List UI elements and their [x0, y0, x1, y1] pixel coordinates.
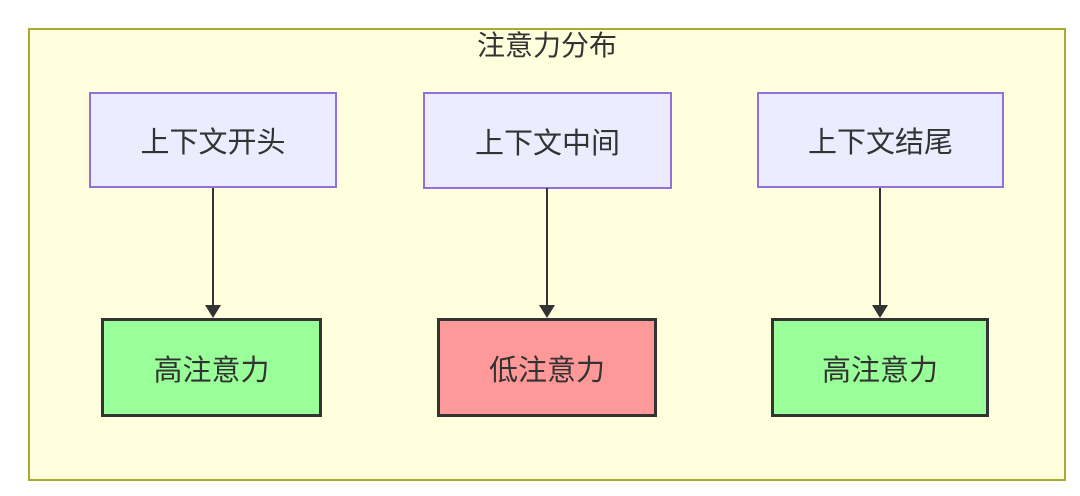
node-low-attention: 低注意力 — [437, 318, 657, 417]
node-context-middle: 上下文中间 — [423, 92, 672, 189]
node-high-attention-1: 高注意力 — [101, 318, 322, 417]
arrow-line — [879, 188, 881, 305]
node-high-attention-2-label: 高注意力 — [821, 354, 938, 387]
arrow-context-middle-to-low-attention — [539, 188, 555, 318]
node-context-start: 上下文开头 — [89, 92, 337, 188]
node-context-end-label: 上下文结尾 — [807, 127, 953, 159]
node-context-middle-label: 上下文中间 — [474, 127, 620, 160]
arrowhead-icon — [872, 305, 888, 318]
node-context-start-label: 上下文开头 — [140, 127, 286, 159]
node-low-attention-label: 低注意力 — [488, 354, 605, 387]
arrowhead-icon — [539, 305, 555, 318]
arrowhead-icon — [205, 305, 221, 318]
arrow-line — [212, 188, 214, 305]
node-high-attention-1-label: 高注意力 — [153, 354, 270, 387]
arrow-context-end-to-high-attention — [872, 188, 888, 318]
arrow-line — [546, 188, 548, 305]
node-context-end: 上下文结尾 — [757, 92, 1004, 188]
diagram-title: 注意力分布 — [476, 30, 617, 61]
arrow-context-start-to-high-attention — [205, 188, 221, 318]
node-high-attention-2: 高注意力 — [771, 318, 989, 417]
